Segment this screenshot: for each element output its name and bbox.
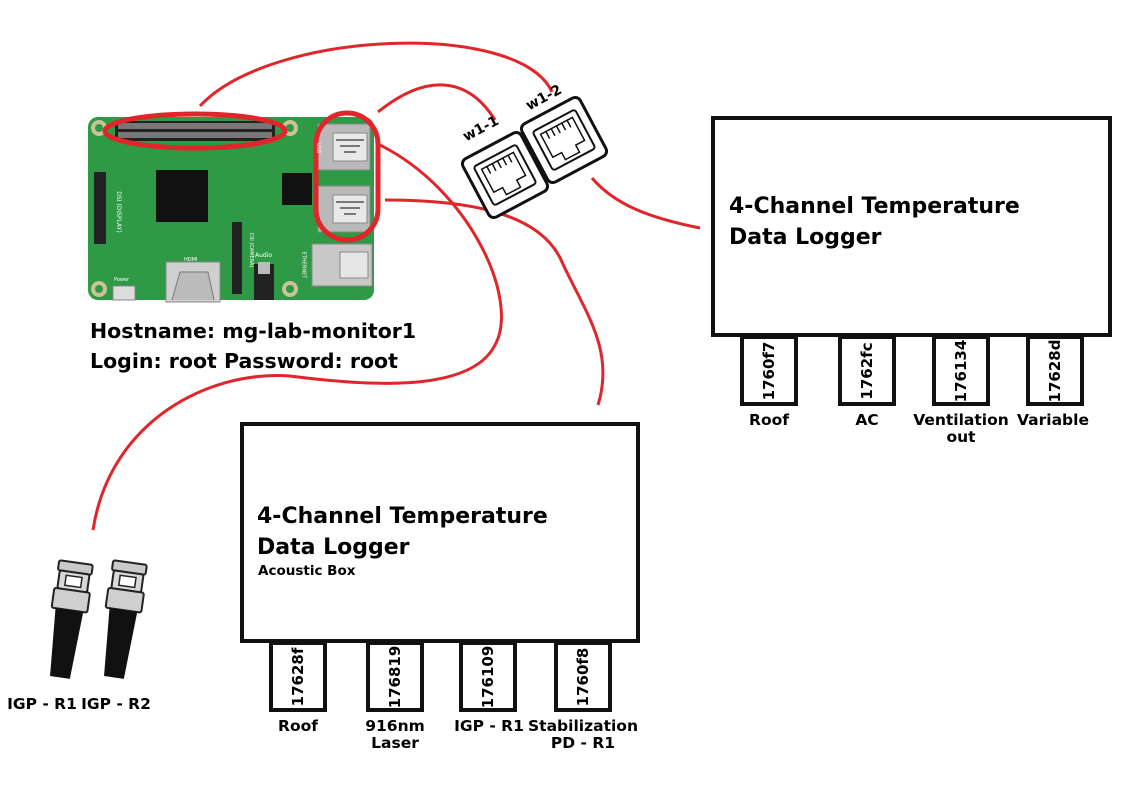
jack-w1-2 bbox=[519, 95, 609, 185]
soc-chip bbox=[156, 170, 208, 222]
logger-bottom-title: 4-Channel Temperature Data Logger bbox=[257, 501, 548, 563]
sensor-label-top-4: Variable bbox=[1017, 412, 1089, 429]
gpio-highlight bbox=[102, 111, 288, 151]
bnc-label-2: IGP - R2 bbox=[81, 695, 151, 713]
sensor-label-bottom-2-line2: Laser bbox=[371, 733, 419, 752]
logger-bottom-probes bbox=[269, 641, 612, 712]
pi-credentials: Hostname: mg-lab-monitor1 Login: root Pa… bbox=[90, 316, 416, 376]
logger-top-title: 4-Channel Temperature Data Logger bbox=[729, 191, 1020, 253]
sensor-label-bottom-1-line1: Roof bbox=[278, 717, 318, 735]
display-port-label: DSI (DISPLAY) bbox=[115, 191, 122, 232]
usb-highlight bbox=[313, 110, 381, 243]
sensor-label-bottom-4-line2: PD - R1 bbox=[550, 733, 616, 752]
probe-bottom-3 bbox=[459, 641, 517, 712]
sensor-label-bottom-2: 916nm Laser bbox=[365, 718, 425, 751]
logger-bottom-title-line1: 4-Channel Temperature bbox=[257, 504, 548, 529]
hdmi-label: HDMI bbox=[184, 257, 198, 263]
sensor-id-bottom-3: 176109 bbox=[479, 645, 497, 709]
sensor-label-top-1: Roof bbox=[749, 412, 789, 429]
logger-top-box bbox=[711, 116, 1112, 337]
probe-bottom-4 bbox=[554, 641, 612, 712]
sensor-label-top-3-line2: out bbox=[946, 427, 976, 446]
hostname-text: Hostname: mg-lab-monitor1 bbox=[90, 319, 417, 343]
sensor-label-top-3-line1: Ventilation bbox=[913, 411, 1009, 429]
sensor-id-bottom-1: 17628f bbox=[289, 647, 307, 707]
bnc-connector-2 bbox=[104, 559, 148, 679]
login-text: Login: root Password: root bbox=[90, 349, 398, 373]
cable-w1-2-to-logger-top bbox=[590, 177, 701, 230]
bnc-connector-1 bbox=[50, 559, 94, 679]
sensor-label-bottom-3: IGP - R1 bbox=[454, 718, 524, 735]
sensor-id-bottom-4: 1760f8 bbox=[574, 647, 592, 707]
raspberry-pi-board: DSI (DISPLAY) CSI (CAMERA) bbox=[88, 110, 381, 303]
sensor-id-top-4: 17628d bbox=[1046, 339, 1064, 403]
sensor-id-top-1: 1760f7 bbox=[760, 341, 778, 401]
logger-bottom-title-line2: Data Logger bbox=[257, 535, 410, 560]
sensor-label-top-2-line1: AC bbox=[855, 411, 879, 429]
usb-label: USB bbox=[315, 142, 322, 154]
audio-label: Audio bbox=[255, 252, 273, 259]
logger-bottom-subtitle: Acoustic Box bbox=[258, 563, 356, 579]
power-label: Power bbox=[114, 277, 130, 283]
cable-usb-to-logger-bottom bbox=[91, 143, 503, 531]
logger-top-title-line1: 4-Channel Temperature bbox=[729, 194, 1020, 219]
sensor-id-top-3: 176134 bbox=[952, 339, 970, 403]
cable-usb-to-w1-1 bbox=[377, 83, 497, 121]
power-port bbox=[112, 285, 136, 301]
cables bbox=[91, 41, 701, 531]
probe-top-3 bbox=[932, 335, 990, 406]
probe-top-4 bbox=[1026, 335, 1084, 406]
sensor-id-bottom-2: 176819 bbox=[386, 645, 404, 709]
cable-gpio-to-w1-2 bbox=[198, 41, 554, 108]
sensor-label-bottom-4-line1: Stabilization bbox=[528, 717, 638, 735]
ethernet-label: ETHERNET bbox=[300, 251, 307, 279]
logger-top-probes bbox=[740, 335, 1084, 406]
sensor-label-bottom-4: Stabilization PD - R1 bbox=[528, 718, 638, 751]
sensor-label-bottom-1: Roof bbox=[278, 718, 318, 735]
sensor-label-top-1-line1: Roof bbox=[749, 411, 789, 429]
sensor-label-bottom-2-line1: 916nm bbox=[365, 717, 425, 735]
probe-top-2 bbox=[838, 335, 896, 406]
probe-bottom-1 bbox=[269, 641, 327, 712]
camera-port-label: CSI (CAMERA) bbox=[248, 233, 254, 268]
sensor-label-top-2: AC bbox=[855, 412, 878, 429]
bnc-label-1: IGP - R1 bbox=[7, 695, 77, 713]
cable-usb-to-bnc bbox=[384, 198, 605, 406]
sensor-label-bottom-3-line1: IGP - R1 bbox=[454, 717, 524, 735]
jack-w1-1 bbox=[460, 130, 550, 220]
sensor-label-top-3: Ventilation out bbox=[913, 412, 1009, 445]
logger-bottom-box bbox=[240, 422, 640, 643]
probe-bottom-2 bbox=[366, 641, 424, 712]
sensor-id-top-2: 1762fc bbox=[858, 342, 876, 400]
probe-top-1 bbox=[740, 335, 798, 406]
logger-top-title-line2: Data Logger bbox=[729, 225, 882, 250]
sensor-label-top-4-line1: Variable bbox=[1017, 411, 1089, 429]
